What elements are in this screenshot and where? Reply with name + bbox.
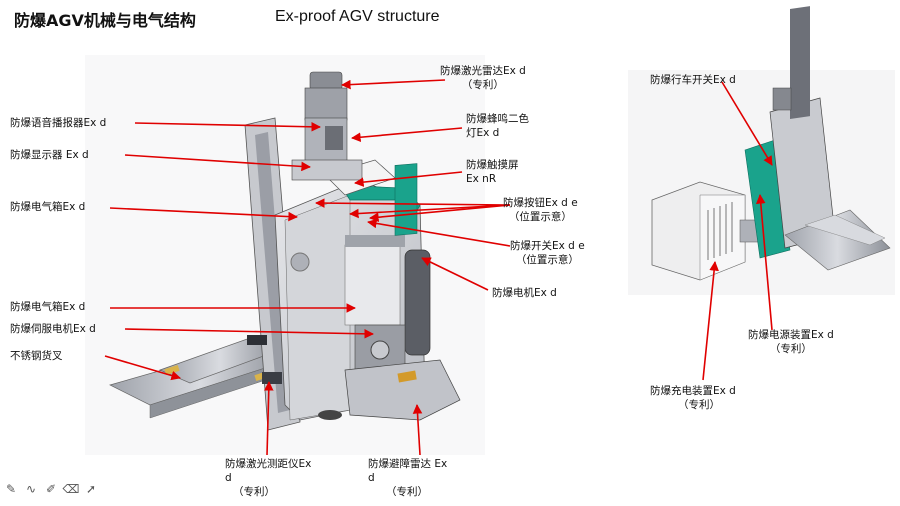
page-title: 防爆AGV机械与电气结构 xyxy=(14,11,196,30)
label-switch: 防爆开关Ex d e （位置示意） xyxy=(510,239,585,267)
label-travel-switch: 防爆行车开关Ex d xyxy=(650,74,736,86)
label-rangefinder: 防爆激光测距仪Ex d （专利） xyxy=(225,457,311,499)
label-obstacle-patent: （专利） xyxy=(386,486,428,498)
annotation-toolbar: ✎ ∿ ✐ ⌫ ➚ xyxy=(4,482,98,496)
highlighter-icon[interactable]: ✐ xyxy=(45,482,57,496)
label-obstacle: 防爆避障雷达 Ex d （专利） xyxy=(368,457,447,499)
label-charger-line1: 防爆充电装置Ex d xyxy=(650,385,736,397)
label-button-line1: 防爆按钮Ex d e xyxy=(503,197,578,209)
label-rangefinder-line1: 防爆激光测距仪Ex xyxy=(225,458,312,470)
label-touchscreen-line2: Ex nR xyxy=(466,173,497,185)
label-display: 防爆显示器 Ex d xyxy=(10,149,89,161)
label-speaker: 防爆语音播报器Ex d xyxy=(10,117,107,129)
label-motor: 防爆电机Ex d xyxy=(492,287,557,299)
label-switch-line1: 防爆开关Ex d e xyxy=(510,240,585,252)
label-buzzer-line2: 灯Ex d xyxy=(466,127,500,139)
label-touchscreen-line1: 防爆触摸屏 xyxy=(466,159,519,171)
label-servo: 防爆伺服电机Ex d xyxy=(10,323,96,335)
label-switch-line2: （位置示意） xyxy=(515,254,579,266)
side-agv-render xyxy=(628,6,895,295)
label-obstacle-line1: 防爆避障雷达 Ex xyxy=(368,458,448,470)
label-buzzer-line1: 防爆蜂鸣二色 xyxy=(466,113,529,125)
main-agv-render xyxy=(85,55,485,455)
label-buzzer: 防爆蜂鸣二色 灯Ex d xyxy=(466,112,529,140)
label-button: 防爆按钮Ex d e （位置示意） xyxy=(503,196,578,224)
label-elecbox-1: 防爆电气箱Ex d xyxy=(10,201,86,213)
label-power-line2: （专利） xyxy=(769,343,812,355)
label-elecbox-2: 防爆电气箱Ex d xyxy=(10,301,86,313)
label-lidar-text: 防爆激光雷达Ex d xyxy=(440,65,526,77)
eraser-icon[interactable]: ⌫ xyxy=(62,482,80,496)
curve-icon[interactable]: ∿ xyxy=(25,482,37,496)
pointer-icon[interactable]: ➚ xyxy=(85,482,97,496)
label-lidar-patent: （专利） xyxy=(461,79,504,91)
motor xyxy=(404,249,431,356)
pen-icon[interactable]: ✎ xyxy=(5,482,17,496)
label-power: 防爆电源装置Ex d （专利） xyxy=(748,328,834,356)
page-subtitle: Ex-proof AGV structure xyxy=(275,8,440,25)
label-obstacle-line2: d xyxy=(368,472,375,484)
agv-base xyxy=(344,359,461,421)
callout-arrows xyxy=(104,79,773,456)
label-power-line1: 防爆电源装置Ex d xyxy=(748,329,834,341)
label-charger: 防爆充电装置Ex d （专利） xyxy=(650,384,736,412)
lidar-unit xyxy=(304,87,348,121)
label-touchscreen: 防爆触摸屏 Ex nR xyxy=(466,158,519,186)
label-fork: 不锈钢货叉 xyxy=(10,350,63,362)
label-button-line2: （位置示意） xyxy=(508,211,572,223)
label-rangefinder-patent: （专利） xyxy=(233,486,275,498)
label-rangefinder-line2: d xyxy=(225,472,232,484)
label-charger-line2: （专利） xyxy=(678,399,720,411)
label-lidar: 防爆激光雷达Ex d （专利） xyxy=(440,64,526,92)
